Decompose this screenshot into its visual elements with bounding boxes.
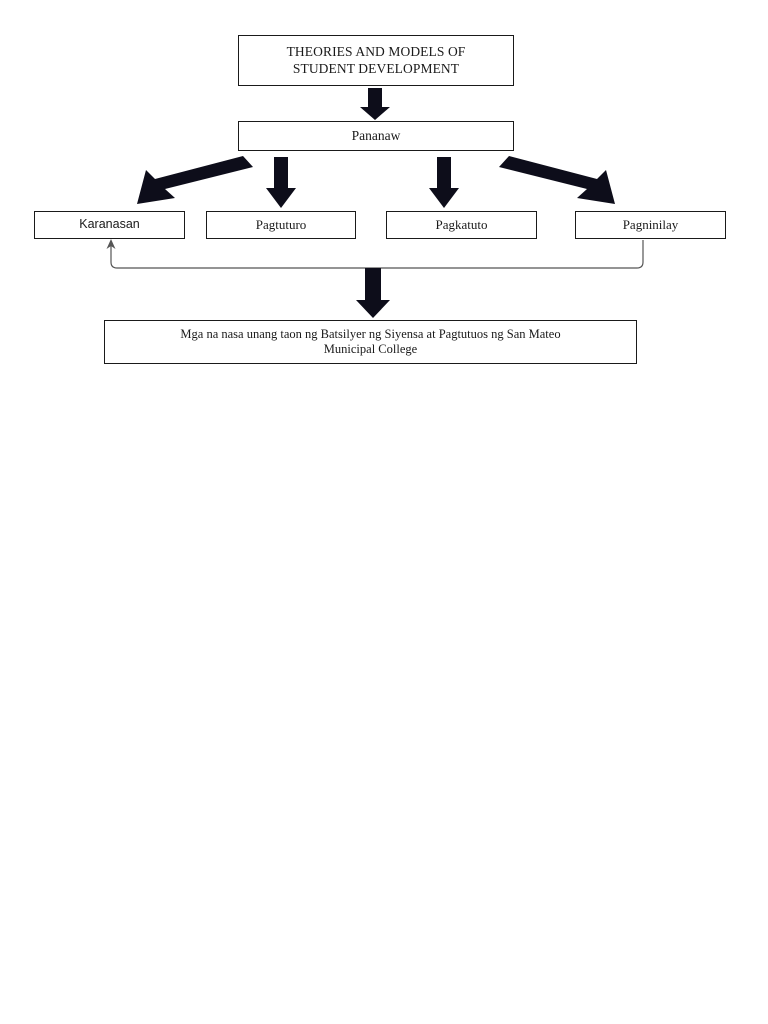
arrow-pananaw-to-pagninilay xyxy=(499,156,615,204)
arrow-branches-to-outcome xyxy=(356,268,390,318)
node-karanasan-label: Karanasan xyxy=(79,217,140,232)
node-theories-and-models-label: THEORIES AND MODELS OF STUDENT DEVELOPME… xyxy=(286,44,466,76)
arrow-title-to-pananaw xyxy=(360,88,390,120)
node-pagkatuto: Pagkatuto xyxy=(386,211,537,239)
arrow-pananaw-to-karanasan xyxy=(137,156,253,204)
node-pagtuturo-label: Pagtuturo xyxy=(255,217,307,233)
arrow-pananaw-to-pagtuturo xyxy=(266,157,296,208)
node-theories-and-models: THEORIES AND MODELS OF STUDENT DEVELOPME… xyxy=(238,35,514,86)
node-pananaw-label: Pananaw xyxy=(351,127,401,143)
arrow-pananaw-to-pagkatuto xyxy=(429,157,459,208)
node-respondents-label: Mga na nasa unang taon ng Batsilyer ng S… xyxy=(180,326,561,356)
node-karanasan: Karanasan xyxy=(34,211,185,239)
node-pananaw: Pananaw xyxy=(238,121,514,151)
node-pagninilay-label: Pagninilay xyxy=(622,217,679,233)
arrow-pagninilay-to-karanasan xyxy=(106,239,644,269)
node-pagninilay: Pagninilay xyxy=(575,211,726,239)
node-pagtuturo: Pagtuturo xyxy=(206,211,356,239)
node-pagkatuto-label: Pagkatuto xyxy=(435,217,488,233)
node-respondents: Mga na nasa unang taon ng Batsilyer ng S… xyxy=(104,320,637,364)
